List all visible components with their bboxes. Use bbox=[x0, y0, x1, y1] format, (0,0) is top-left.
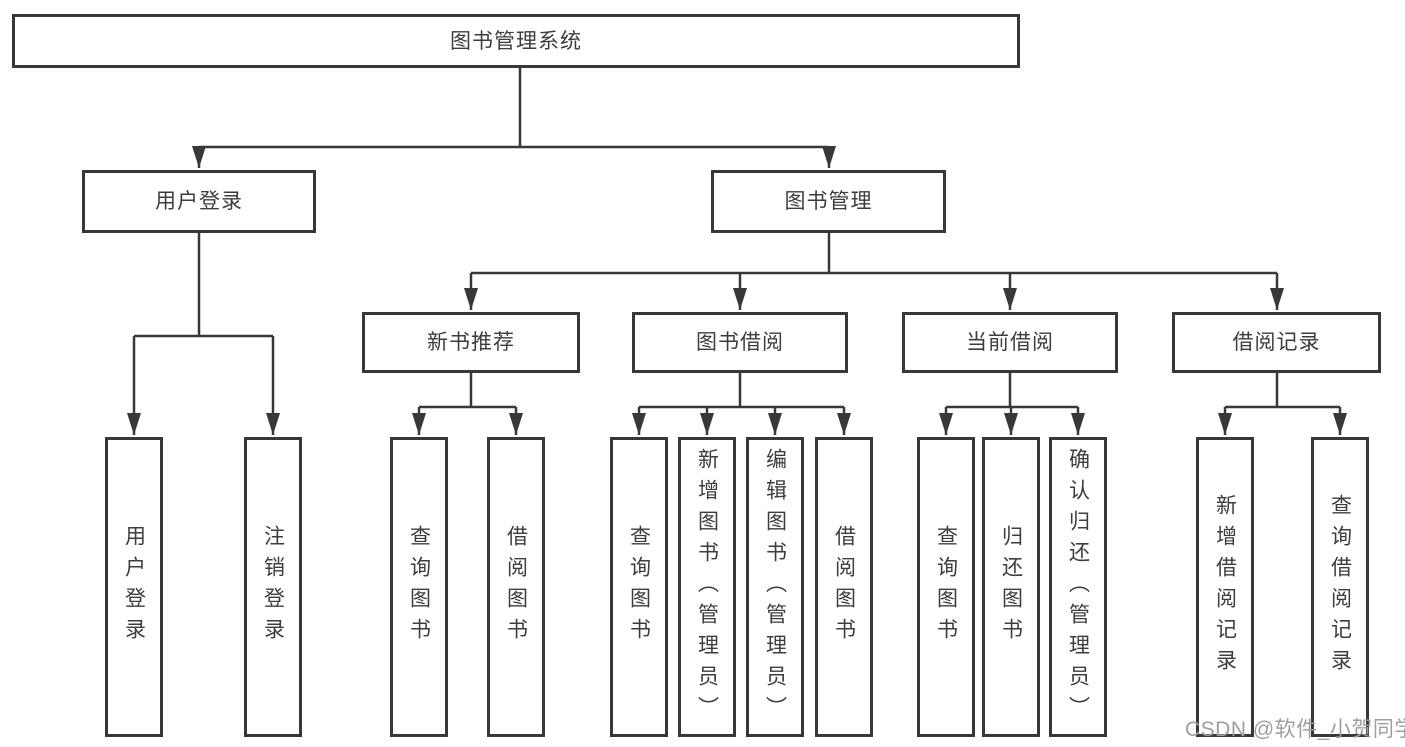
node-label: 图书管理 bbox=[784, 190, 873, 213]
leaf-query-books-1: 查询图书 bbox=[390, 437, 448, 737]
leaf-label: 确认归还（管理员） bbox=[1066, 447, 1090, 727]
node-label: 图书借阅 bbox=[696, 331, 784, 354]
node-current-borrowing: 当前借阅 bbox=[902, 312, 1118, 373]
node-user-login: 用户登录 bbox=[82, 170, 316, 233]
leaf-label: 用户登录 bbox=[122, 525, 146, 649]
leaf-label: 编辑图书（管理员） bbox=[763, 447, 787, 727]
leaf-query-books-3: 查询图书 bbox=[917, 437, 975, 737]
node-borrow-records: 借阅记录 bbox=[1172, 312, 1381, 373]
leaf-label: 归还图书 bbox=[999, 525, 1023, 649]
node-new-book-recommend: 新书推荐 bbox=[362, 312, 580, 373]
leaf-edit-books-admin: 编辑图书（管理员） bbox=[746, 437, 804, 737]
node-label: 新书推荐 bbox=[427, 331, 515, 354]
leaf-label: 新增借阅记录 bbox=[1213, 494, 1237, 680]
leaf-return-books: 归还图书 bbox=[982, 437, 1040, 737]
leaf-query-borrow-record: 查询借阅记录 bbox=[1311, 437, 1369, 737]
leaf-label: 查询图书 bbox=[407, 525, 431, 649]
leaf-add-borrow-record: 新增借阅记录 bbox=[1196, 437, 1254, 737]
leaf-label: 注销登录 bbox=[261, 525, 285, 649]
leaf-label: 查询图书 bbox=[627, 525, 651, 649]
node-book-management: 图书管理 bbox=[711, 170, 946, 233]
leaf-label: 借阅图书 bbox=[832, 525, 856, 649]
node-label: 用户登录 bbox=[155, 190, 243, 213]
leaf-logout: 注销登录 bbox=[244, 437, 302, 737]
leaf-query-books-2: 查询图书 bbox=[610, 437, 668, 737]
leaf-label: 新增图书（管理员） bbox=[695, 447, 719, 727]
leaf-label: 查询借阅记录 bbox=[1328, 494, 1352, 680]
leaf-label: 借阅图书 bbox=[504, 525, 528, 649]
leaf-label: 查询图书 bbox=[934, 525, 958, 649]
node-library-management-system: 图书管理系统 bbox=[12, 14, 1020, 68]
leaf-borrow-books-2: 借阅图书 bbox=[815, 437, 873, 737]
leaf-add-books-admin: 新增图书（管理员） bbox=[678, 437, 736, 737]
leaf-borrow-books-1: 借阅图书 bbox=[487, 437, 545, 737]
node-label: 图书管理系统 bbox=[450, 29, 582, 53]
csdn-watermark: CSDN @软件_小贺同学 bbox=[1185, 718, 1405, 741]
node-label: 当前借阅 bbox=[966, 331, 1054, 354]
leaf-user-login: 用户登录 bbox=[105, 437, 163, 737]
leaf-confirm-return-admin: 确认归还（管理员） bbox=[1049, 437, 1107, 737]
node-label: 借阅记录 bbox=[1232, 331, 1321, 354]
node-book-borrowing: 图书借阅 bbox=[632, 312, 848, 373]
